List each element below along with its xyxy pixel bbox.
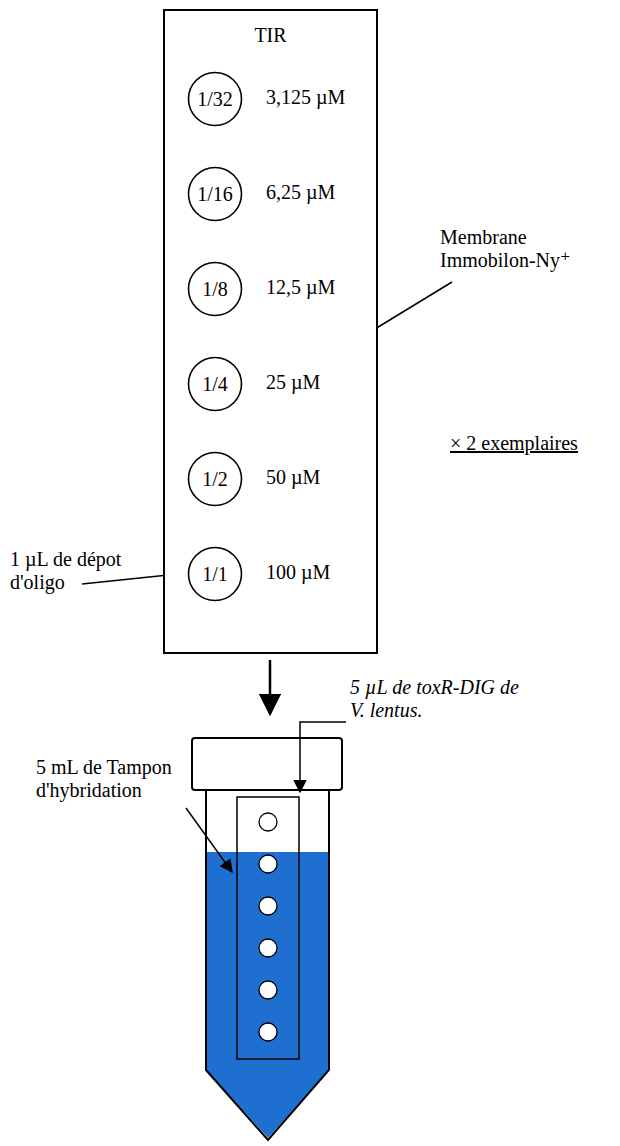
spot-circle (259, 939, 277, 957)
circle-outline (189, 453, 242, 506)
tube-cap (192, 738, 342, 790)
dilution-label: 1/4 (202, 374, 228, 394)
concentration-label: 3,125 µM (266, 86, 345, 109)
dilution-circle: 1/8 (187, 261, 243, 317)
dilution-label: 1/2 (202, 469, 228, 489)
spot-circle (259, 813, 277, 831)
circle-outline (189, 548, 242, 601)
dilution-label: 1/1 (202, 564, 228, 584)
material-callout: Membrane Immobilon-Ny⁺ (440, 226, 605, 272)
buffer-callout: 5 mL de Tampon d'hybridation (36, 756, 196, 802)
dilution-label: 1/8 (202, 279, 228, 299)
concentration-label: 6,25 µM (266, 181, 335, 204)
concentration-label: 12,5 µM (266, 276, 335, 299)
concentration-label: 50 µM (266, 466, 320, 489)
concentration-label: 100 µM (266, 561, 330, 584)
dilution-circle: 1/16 (187, 166, 243, 222)
circle-outline (189, 263, 242, 316)
dilution-label: 1/32 (197, 89, 233, 109)
spot-circle (259, 855, 277, 873)
dilution-circle: 1/4 (187, 356, 243, 412)
spot-circle (259, 981, 277, 999)
leader-line (300, 722, 346, 792)
spot-circle (259, 1023, 277, 1041)
tube-body (206, 790, 329, 1140)
dilution-circle: 1/32 (187, 71, 243, 127)
buffer-liquid (206, 852, 329, 1138)
spot-circle (259, 897, 277, 915)
membrane-title: TIR (254, 25, 286, 45)
circle-outline (189, 358, 242, 411)
dilution-circle: 1/1 (187, 546, 243, 602)
probe-callout: 5 µL de toxR-DIG de V. lentus. (350, 676, 525, 722)
copies-note: × 2 exemplaires (450, 432, 578, 455)
dilution-circle: 1/2 (187, 451, 243, 507)
leader-line (186, 808, 232, 872)
spot-circles (259, 813, 277, 1041)
membrane-strip (237, 797, 299, 1059)
circle-outline (189, 73, 242, 126)
process-arrow (269, 660, 272, 714)
concentration-label: 25 µM (266, 371, 320, 394)
dilution-label: 1/16 (197, 184, 233, 204)
circle-outline (189, 168, 242, 221)
tube-rim (200, 789, 335, 791)
deposit-callout: 1 µL de dépot d'oligo (10, 548, 150, 594)
